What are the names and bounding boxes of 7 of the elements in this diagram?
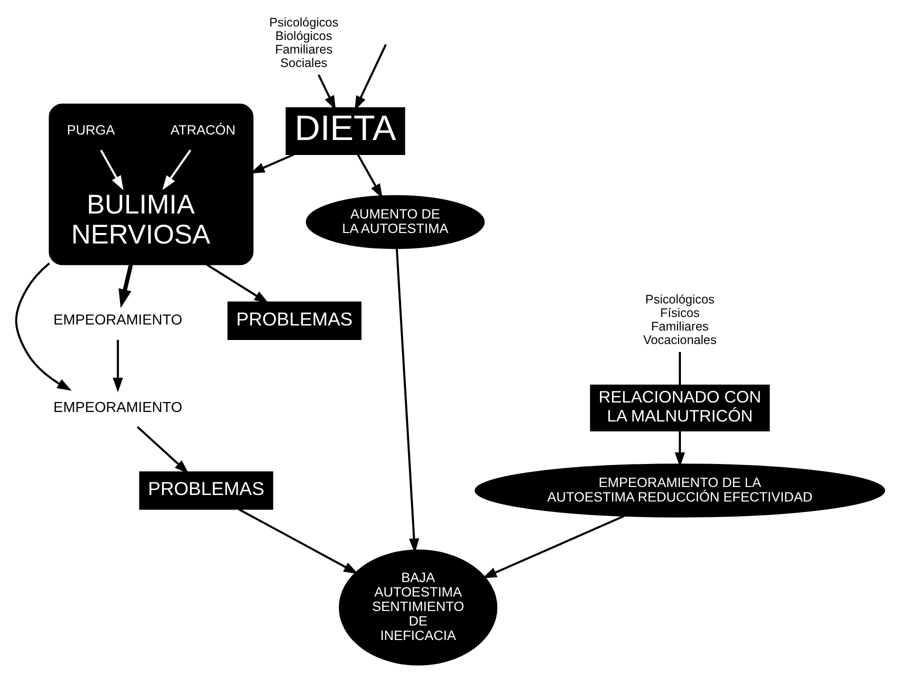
node-text: BULIMIA NERVIOSA <box>70 190 210 250</box>
node-text: Psicológicos Biológicos Familiares Sociales <box>268 15 338 70</box>
node-text: Psicológicos Físicos Familiares Vocacionales <box>642 292 716 348</box>
node-text: EMPEORAMIENTO <box>52 400 182 416</box>
node-text: ATRACÓN <box>170 122 236 138</box>
node-text: EMPEORAMIENTO <box>52 312 182 329</box>
node-text: PURGA <box>66 122 114 138</box>
